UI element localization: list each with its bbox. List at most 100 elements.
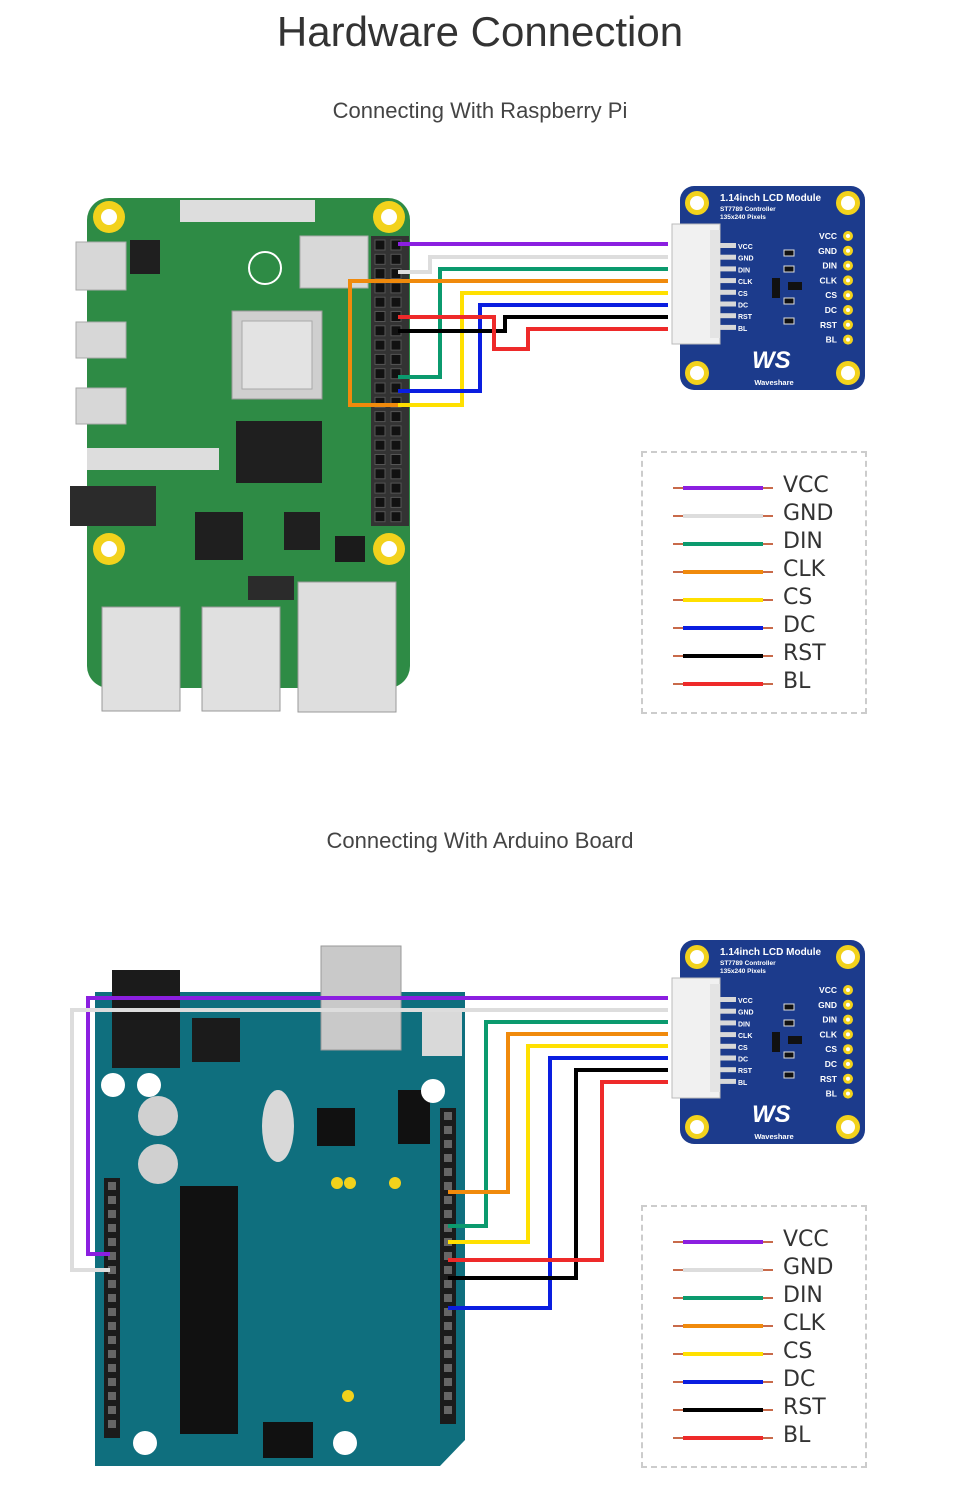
connector-pin xyxy=(720,254,736,260)
header-pin xyxy=(108,1364,116,1372)
mount-hole-center xyxy=(690,1120,704,1134)
brand-label: Waveshare xyxy=(754,378,793,387)
wire-rst xyxy=(398,315,668,333)
header-pin xyxy=(444,1406,452,1414)
side-pin-label: CLK xyxy=(820,275,838,285)
gpio-pin xyxy=(374,368,386,380)
gpio-pin xyxy=(390,454,402,465)
header-pin xyxy=(444,1322,452,1330)
arduino-legend-item-rst: RST xyxy=(643,1395,863,1423)
side-pin-hole xyxy=(846,263,850,268)
legend-label: DIN xyxy=(783,529,823,554)
side-pin-hole xyxy=(846,308,850,312)
mount-hole-center xyxy=(841,366,855,380)
legend-swatch xyxy=(673,1324,773,1328)
mount-hole-center xyxy=(381,541,397,557)
mount-hole-center xyxy=(101,541,117,557)
side-pin-label: DC xyxy=(825,305,837,315)
side-pin-label: GND xyxy=(818,1000,837,1010)
chip xyxy=(130,240,160,274)
wire-clk xyxy=(448,1032,668,1194)
icsp-header xyxy=(263,1422,313,1458)
arduino-board xyxy=(95,945,465,1466)
lcd-pixels: 135x240 Pixels xyxy=(720,214,766,221)
header-pin xyxy=(108,1350,116,1358)
legend-label: RST xyxy=(783,641,826,666)
gpio-pin xyxy=(374,454,386,465)
mount-hole xyxy=(101,1073,125,1097)
legend-label: DC xyxy=(783,1367,816,1392)
connector-pin xyxy=(720,278,736,284)
header-pin xyxy=(444,1168,452,1176)
usb-chip xyxy=(317,1108,355,1146)
power-jack xyxy=(112,970,180,1068)
header-pin xyxy=(444,1392,452,1400)
gpio-pin xyxy=(390,496,402,508)
hdmi-port-1 xyxy=(75,387,127,425)
ethernet-controller xyxy=(284,512,320,550)
gpio-pin xyxy=(374,268,386,280)
header-pin xyxy=(444,1364,452,1372)
gpio-pin xyxy=(374,411,386,423)
chip xyxy=(248,576,294,600)
led xyxy=(344,1177,356,1189)
connector-pin-label: DIN xyxy=(738,1021,750,1028)
gpio-pin xyxy=(374,353,386,365)
arduino-legend-item-bl: BL xyxy=(643,1423,863,1451)
side-pin-label: DIN xyxy=(822,1015,837,1025)
legend-swatch xyxy=(673,654,773,658)
legend-swatch xyxy=(673,1436,773,1440)
wire-dc xyxy=(448,1056,668,1310)
gpio-pin xyxy=(374,482,386,494)
wire-gnd xyxy=(398,255,668,274)
mount-hole xyxy=(333,1431,357,1455)
side-pin-label: RST xyxy=(820,320,838,330)
legend-label: DC xyxy=(783,613,816,638)
side-pin-hole xyxy=(846,988,850,992)
connector-pin-label: BL xyxy=(738,326,748,333)
arduino-section-title: Connecting With Arduino Board xyxy=(326,828,634,853)
arduino-legend-item-clk: CLK xyxy=(643,1311,863,1339)
mount-hole-center xyxy=(841,196,855,210)
gpio-pin xyxy=(374,396,386,408)
legend-label: VCC xyxy=(783,473,829,498)
gpio-pin xyxy=(390,353,402,365)
gpio-pin xyxy=(374,468,386,480)
legend-label: BL xyxy=(783,1423,811,1448)
connector-pin xyxy=(720,1008,736,1014)
mount-hole-center xyxy=(841,950,855,964)
gpio-pin xyxy=(374,511,386,523)
connector-pin xyxy=(720,1055,736,1061)
mount-hole-center xyxy=(101,209,117,225)
gpio-pin xyxy=(390,368,402,380)
arduino-legend-item-gnd: GND xyxy=(643,1255,863,1283)
led xyxy=(342,1390,354,1402)
gpio-pin xyxy=(390,382,402,394)
ethernet-port xyxy=(297,581,397,713)
gpio-pin xyxy=(374,439,386,451)
header-pin xyxy=(444,1182,452,1190)
header-pin xyxy=(108,1294,116,1302)
legend-swatch xyxy=(673,1240,773,1244)
wire-din xyxy=(398,267,668,379)
rpi-legend-item-cs: CS xyxy=(643,585,863,613)
legend-swatch xyxy=(673,598,773,602)
gpio-pin xyxy=(374,239,386,251)
gpio-pin xyxy=(374,325,386,337)
header-pin xyxy=(444,1210,452,1218)
legend-swatch xyxy=(673,1380,773,1384)
header-pin xyxy=(108,1182,116,1190)
waveshare-logo: WS xyxy=(752,1101,791,1128)
brand-label: Waveshare xyxy=(754,1132,793,1141)
header-pin xyxy=(108,1238,116,1246)
legend-label: CS xyxy=(783,585,813,610)
waveshare-logo: WS xyxy=(752,347,791,374)
mount-hole-center xyxy=(690,366,704,380)
smd-component xyxy=(783,265,795,273)
lcd-connector-lip xyxy=(710,230,720,338)
connector-pin-label: CS xyxy=(738,291,748,298)
reset-button xyxy=(422,1010,462,1056)
